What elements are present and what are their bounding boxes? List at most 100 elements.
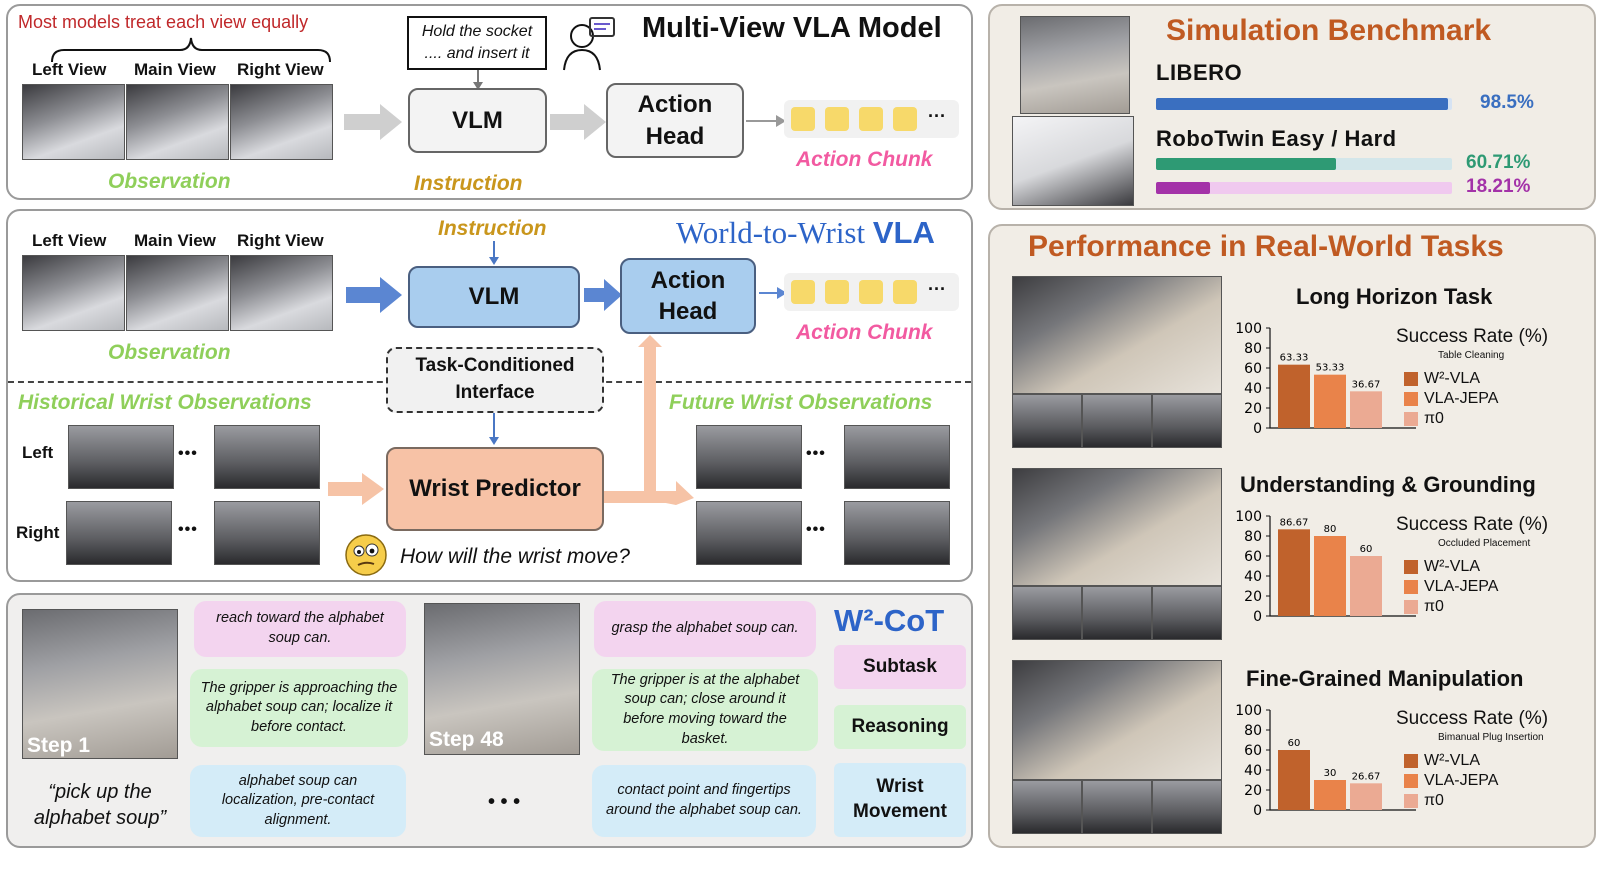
middle-dots: • • • xyxy=(488,791,521,813)
bar-2 xyxy=(1314,780,1346,810)
arrow-instruction-down xyxy=(473,70,483,90)
legend-item: π0 xyxy=(1404,792,1444,810)
step48-label: Step 48 xyxy=(429,728,504,751)
action-chunk-tokens: ··· xyxy=(784,273,959,311)
instruction-label: Instruction xyxy=(414,172,523,195)
y-tick-label: 60 xyxy=(1244,549,1262,565)
legend-swatch xyxy=(1404,560,1418,574)
subtask-tag: Subtask xyxy=(834,645,966,689)
main-view-label: Main View xyxy=(134,231,216,250)
fine-grained-chart-title: Fine-Grained Manipulation xyxy=(1246,666,1524,691)
left-view-image xyxy=(22,255,125,331)
bar-3 xyxy=(1350,556,1382,616)
legend-item: VLA-JEPA xyxy=(1404,578,1498,596)
legend-swatch xyxy=(1404,600,1418,614)
bar-2 xyxy=(1314,374,1346,428)
brace-icon xyxy=(51,37,331,63)
y-tick-label: 20 xyxy=(1244,783,1262,799)
y-tick-label: 60 xyxy=(1244,743,1262,759)
libero-value: 98.5% xyxy=(1480,92,1534,113)
legend-label: π0 xyxy=(1424,792,1444,809)
legend-label: W²-VLA xyxy=(1424,558,1480,575)
legend-label: VLA-JEPA xyxy=(1424,390,1499,407)
vlm-box: VLM xyxy=(408,88,547,153)
cot-title: W²-CoT xyxy=(834,603,945,638)
future-right-last xyxy=(844,501,950,565)
wrist-predictor-box: Wrist Predictor xyxy=(386,447,604,531)
bar-value-label: 36.67 xyxy=(1352,379,1381,390)
robotwin-image xyxy=(1012,116,1134,206)
robotwin-label: RoboTwin Easy / Hard xyxy=(1156,126,1397,151)
legend-swatch xyxy=(1404,392,1418,406)
fine-grained-cam-2 xyxy=(1082,780,1152,834)
arrow-head-to-chunk xyxy=(746,115,786,127)
right-wrist-label: Right xyxy=(16,523,60,542)
arrow-instruction-down xyxy=(489,241,499,265)
hist-right-last xyxy=(214,501,320,565)
real-world-panel: Performance in Real-World Tasks Long Hor… xyxy=(988,224,1596,848)
step1-label: Step 1 xyxy=(27,734,91,757)
legend-swatch xyxy=(1404,412,1418,426)
simulation-panel: Simulation Benchmark LIBERO 98.5% RoboTw… xyxy=(988,4,1596,210)
hist-left-dots: ••• xyxy=(178,445,198,462)
arrow-hist-to-predictor xyxy=(328,473,384,505)
arrow-vlm-to-head xyxy=(550,104,606,140)
left-view-image xyxy=(22,84,125,160)
future-left-first xyxy=(696,425,802,489)
legend-swatch xyxy=(1404,580,1418,594)
y-tick-label: 40 xyxy=(1244,381,1262,397)
observation-label: Observation xyxy=(108,341,231,364)
legend-label: VLA-JEPA xyxy=(1424,578,1499,595)
bar-value-label: 53.33 xyxy=(1316,363,1345,374)
bar-1 xyxy=(1278,364,1310,428)
col2-reasoning: The gripper is at the alphabet soup can;… xyxy=(592,669,818,751)
left-view-label: Left View xyxy=(32,231,107,250)
fine-grained-cam-1 xyxy=(1012,780,1082,834)
world-to-wrist-panel: World-to-Wrist VLA Left View Main View R… xyxy=(6,209,973,582)
arrow-obs-to-vlm xyxy=(344,104,402,140)
arrow-interface-to-predictor xyxy=(489,413,499,445)
panel-title: World-to-Wrist VLA xyxy=(676,215,935,251)
legend-swatch xyxy=(1404,774,1418,788)
legend-swatch xyxy=(1404,372,1418,386)
bar-1 xyxy=(1278,529,1310,616)
right-view-label: Right View xyxy=(237,60,324,79)
bar-3 xyxy=(1350,391,1382,428)
right-view-label: Right View xyxy=(237,231,324,250)
arrow-head-to-chunk xyxy=(759,287,787,299)
hard-track xyxy=(1156,182,1452,194)
y-tick-label: 80 xyxy=(1244,341,1262,357)
future-label: Future Wrist Observations xyxy=(669,391,933,414)
long-horizon-cam-1 xyxy=(1012,394,1082,448)
col1-movement: alphabet soup can localization, pre-cont… xyxy=(190,765,406,837)
grounding-cam-3 xyxy=(1152,586,1222,640)
action-chunk-label: Action Chunk xyxy=(796,148,933,171)
long-horizon-image xyxy=(1012,276,1222,394)
bar-value-label: 60 xyxy=(1360,544,1373,555)
vlm-box: VLM xyxy=(408,266,580,328)
note-text: Most models treat each view equally xyxy=(18,12,309,32)
hard-bar xyxy=(1156,182,1210,194)
task-conditioned-interface: Task-Conditioned Interface xyxy=(386,347,604,413)
y-tick-label: 40 xyxy=(1244,569,1262,585)
bar-2 xyxy=(1314,536,1346,616)
bar-value-label: 60 xyxy=(1288,738,1301,749)
bar-value-label: 86.67 xyxy=(1280,517,1309,528)
y-tick-label: 100 xyxy=(1235,321,1262,337)
historical-label: Historical Wrist Observations xyxy=(18,391,312,414)
grounding-cam-2 xyxy=(1082,586,1152,640)
step48-image: Step 48 xyxy=(424,603,580,755)
bar-1 xyxy=(1278,750,1310,810)
task-subtitle: Occluded Placement xyxy=(1438,538,1531,549)
bar-value-label: 26.67 xyxy=(1352,771,1381,782)
multiview-vla-panel: Most models treat each view equally Mult… xyxy=(6,4,973,200)
right-view-image xyxy=(230,84,333,160)
bar-value-label: 30 xyxy=(1324,768,1337,779)
arrow-obs-to-vlm xyxy=(346,277,402,313)
col1-subtask: reach toward the alphabet soup can. xyxy=(194,601,406,657)
reasoning-tag: Reasoning xyxy=(834,705,966,749)
main-view-image xyxy=(126,84,229,160)
